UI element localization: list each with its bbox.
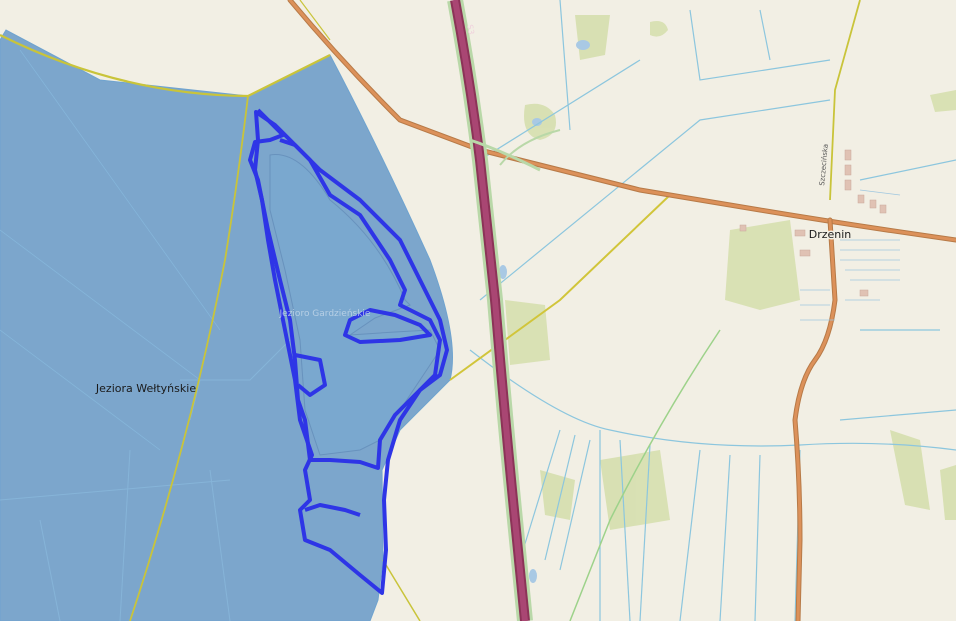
- protected-area-region[interactable]: [0, 29, 453, 621]
- village-buildings: [739, 149, 887, 297]
- lake-label: Jezioro Gardzieńskie: [279, 309, 371, 319]
- main-roads: [287, 0, 956, 621]
- motorway-label: S3: [465, 24, 476, 36]
- village-label: Drzenin: [809, 228, 852, 241]
- secondary-roads: [0, 0, 861, 621]
- ponds: [499, 40, 590, 583]
- protected-area-border[interactable]: [248, 108, 449, 595]
- region-label: Jeziora Wełtyńskie: [95, 382, 196, 395]
- region-field-lines: [0, 49, 291, 621]
- motorway: [447, 0, 561, 621]
- village-plots: [800, 189, 901, 321]
- street-label: Szczecińska: [818, 144, 830, 187]
